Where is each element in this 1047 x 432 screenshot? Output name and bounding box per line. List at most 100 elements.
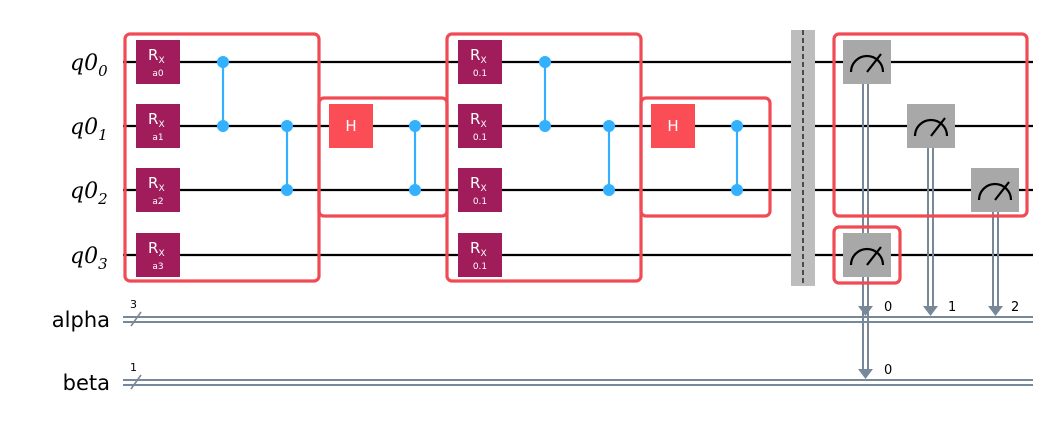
- rx-gate-box: [458, 40, 502, 84]
- creg-label-alpha: alpha: [52, 308, 110, 332]
- measure-gate: [843, 40, 891, 84]
- highlight-measure-q3: [832, 225, 902, 285]
- cz-control-dot: [409, 120, 421, 132]
- classical-bit-index: 0: [884, 363, 892, 378]
- rx-gate-label: RX: [470, 174, 487, 194]
- qubit-label-2: q02: [70, 179, 108, 208]
- classical-wires: 3 1: [123, 298, 1033, 390]
- measurement-lines: 0 1 2 0: [858, 84, 1019, 379]
- measure-gate-box: [971, 168, 1019, 212]
- meter-icon: [913, 118, 949, 137]
- rx-param: 0.1: [473, 133, 487, 143]
- rx-gate: RX a1: [136, 104, 180, 148]
- rx-gate: RX a0: [136, 40, 180, 84]
- measure-arrow: [858, 306, 873, 316]
- rx-gate: RX 0.1: [458, 40, 502, 84]
- h-gate-label: H: [667, 117, 678, 135]
- h-gate-box: [329, 104, 373, 148]
- qubit-labels: q00 q01 q02 q03: [70, 51, 108, 273]
- cz-control-dot: [409, 184, 421, 196]
- classical-bit-index: 2: [1011, 300, 1019, 315]
- h-gate: H: [329, 104, 373, 148]
- meter-needle: [930, 117, 946, 137]
- rx-gate-box: [136, 40, 180, 84]
- qubit-label-0: q00: [70, 51, 108, 80]
- meter-needle: [866, 53, 882, 73]
- qubit-label-1: q01: [70, 115, 108, 144]
- highlight-boxes: [123, 32, 1029, 285]
- rx-gate: RX 0.1: [458, 104, 502, 148]
- measure-gate: [907, 104, 955, 148]
- highlight-h-block-2: [639, 96, 772, 218]
- rx-gate: RX 0.1: [458, 233, 502, 277]
- rx-gate-label: RX: [470, 239, 487, 259]
- rx-param: 0.1: [473, 262, 487, 272]
- rx-gate: RX a2: [136, 168, 180, 212]
- rx-gates-block-2: RX 0.1 RX 0.1 RX 0.1 RX 0.1: [458, 40, 502, 277]
- rx-gates-block-1: RX a0 RX a1 RX a2 RX a3: [136, 40, 180, 277]
- measure-gate: [971, 168, 1019, 212]
- meter-needle: [866, 246, 882, 266]
- rx-gate: RX 0.1: [458, 168, 502, 212]
- classical-bit-index: 1: [948, 300, 956, 315]
- cz-control-dot: [281, 184, 293, 196]
- rx-gate-box: [458, 104, 502, 148]
- rx-gate-box: [136, 233, 180, 277]
- rx-gate-label: RX: [470, 46, 487, 66]
- meter-needle: [994, 181, 1010, 201]
- rx-gate: RX a3: [136, 233, 180, 277]
- measure-gate-box: [843, 233, 891, 277]
- cz-control-dot: [539, 120, 551, 132]
- rx-param: 0.1: [473, 69, 487, 79]
- cz-control-dot: [281, 120, 293, 132]
- rx-param: a3: [152, 262, 163, 272]
- measure-gate: [843, 233, 891, 277]
- rx-param: a0: [152, 69, 164, 79]
- h-gates: H H: [329, 104, 695, 148]
- register-slash-alpha: [130, 311, 142, 327]
- creg-label-beta: beta: [63, 371, 110, 395]
- rx-param: a1: [152, 133, 163, 143]
- cz-gates-block-1: [217, 56, 421, 196]
- rx-param: a2: [152, 197, 163, 207]
- rx-gate-label: RX: [470, 110, 487, 130]
- creg-size-alpha: 3: [130, 298, 137, 311]
- cz-gates-block-2: [539, 56, 743, 196]
- rx-gate-label: RX: [148, 110, 165, 130]
- measure-arrow: [923, 306, 938, 316]
- cz-control-dot: [731, 120, 743, 132]
- classical-labels: alpha beta: [52, 308, 110, 395]
- rx-gate-label: RX: [148, 46, 165, 66]
- register-slash-beta: [130, 374, 142, 390]
- measure-gates: [843, 40, 1019, 277]
- cz-control-dot: [731, 184, 743, 196]
- rx-gate-box: [136, 168, 180, 212]
- measure-arrow: [988, 306, 1003, 316]
- h-gate-box: [651, 104, 695, 148]
- creg-size-beta: 1: [130, 361, 137, 374]
- cz-control-dot: [603, 184, 615, 196]
- rx-gate-box: [136, 104, 180, 148]
- highlight-measure-block: [832, 32, 1029, 218]
- h-gate: H: [651, 104, 695, 148]
- rx-gate-label: RX: [148, 239, 165, 259]
- cz-control-dot: [603, 120, 615, 132]
- rx-gate-box: [458, 168, 502, 212]
- meter-icon: [849, 247, 885, 266]
- cz-control-dot: [217, 56, 229, 68]
- meter-icon: [849, 54, 885, 73]
- qubit-label-3: q03: [70, 244, 108, 273]
- rx-gate-label: RX: [148, 174, 165, 194]
- measure-gate-box: [907, 104, 955, 148]
- h-gate-label: H: [345, 117, 356, 135]
- measure-gate-box: [843, 40, 891, 84]
- classical-bit-index: 0: [884, 300, 892, 315]
- measure-arrow: [858, 369, 873, 379]
- cz-control-dot: [539, 56, 551, 68]
- cz-control-dot: [217, 120, 229, 132]
- rx-gate-box: [458, 233, 502, 277]
- barrier: [791, 30, 815, 286]
- rx-param: 0.1: [473, 197, 487, 207]
- meter-icon: [977, 182, 1013, 201]
